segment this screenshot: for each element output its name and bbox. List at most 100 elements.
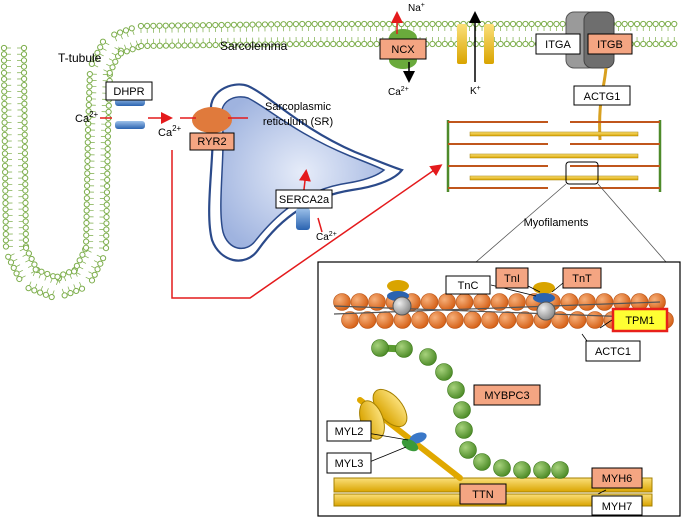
lipid-head xyxy=(22,230,29,237)
lipid-head xyxy=(2,175,9,182)
zoom-region xyxy=(565,161,599,185)
lipid-head xyxy=(83,238,90,245)
lipid-head xyxy=(94,266,101,273)
actin-monomer xyxy=(428,311,447,329)
mybpc3-domain xyxy=(371,339,389,357)
lipid-head xyxy=(664,40,672,48)
lipid-head xyxy=(103,232,110,239)
lipid-head xyxy=(82,244,90,251)
lipid-head xyxy=(1,76,8,83)
lipid-head xyxy=(97,44,104,51)
lipid-head xyxy=(103,207,110,215)
lipid-head xyxy=(249,21,256,28)
lipid-head xyxy=(73,287,80,295)
lipid-head xyxy=(123,48,130,55)
lipid-head xyxy=(22,174,29,182)
lipid-head xyxy=(2,181,9,188)
dhpr-label: DHPR xyxy=(113,86,144,98)
lipid-head xyxy=(138,42,145,50)
lipid-head xyxy=(0,57,8,64)
lipid-head xyxy=(540,20,548,28)
dhpr-box xyxy=(105,81,153,101)
lipid-head xyxy=(268,21,275,28)
lipid-head xyxy=(658,40,665,48)
lipid-head xyxy=(1,82,8,89)
lipid-head xyxy=(85,114,92,121)
lipid-head xyxy=(373,40,380,48)
lipid-head xyxy=(105,121,112,128)
lipid-head xyxy=(104,127,112,134)
ca-label-serca: Ca2+ xyxy=(316,231,337,243)
lipid-head xyxy=(20,57,28,64)
lipid-head xyxy=(181,22,188,29)
lipid-head xyxy=(2,206,9,213)
itga-label: ITGA xyxy=(545,39,571,51)
zoom-line-left xyxy=(475,183,567,263)
lipid-head xyxy=(361,40,368,48)
lipid-head xyxy=(1,162,9,170)
lipid-head xyxy=(94,49,101,56)
lipid-head xyxy=(21,119,28,126)
lipid-head xyxy=(255,21,262,28)
lipid-head xyxy=(224,41,232,49)
lipid-head xyxy=(330,40,337,48)
lipid-head xyxy=(86,77,93,84)
lipid-head xyxy=(286,21,293,28)
k-channel-left xyxy=(457,24,467,64)
lipid-head xyxy=(22,224,29,231)
lipid-head xyxy=(255,41,263,48)
lipid-head xyxy=(21,106,28,113)
lipid-head xyxy=(60,271,67,278)
lipid-head xyxy=(262,41,269,48)
mybpc3-domain xyxy=(419,348,437,366)
mybpc3-domain xyxy=(435,363,453,381)
t-tubule-label: T-tubule xyxy=(58,51,102,65)
lipid-head xyxy=(65,269,73,276)
myofilaments-label: Myofilaments xyxy=(524,217,589,229)
lipid-head xyxy=(243,41,250,48)
lipid-head xyxy=(103,201,110,208)
lipid-head xyxy=(1,150,9,157)
lipid-head xyxy=(503,40,510,48)
lipid-head xyxy=(243,21,250,28)
dhpr-channel xyxy=(115,98,145,129)
lipid-head xyxy=(137,22,145,30)
lipid-head xyxy=(76,257,83,264)
lipid-head xyxy=(206,42,213,49)
lipid-head xyxy=(31,287,38,294)
lipid-head xyxy=(37,289,44,296)
sr-label-line1: Sarcoplasmic xyxy=(265,101,332,113)
lipid-head xyxy=(466,40,473,48)
mybpc3-domain xyxy=(533,461,551,479)
lipid-head xyxy=(342,20,349,28)
lipid-head xyxy=(102,245,110,252)
actin-monomer xyxy=(368,293,386,311)
tpm1-label: TPM1 xyxy=(625,315,654,327)
lipid-head xyxy=(21,112,28,120)
ca-label-ryr2: Ca2+ xyxy=(158,124,182,139)
lipid-head xyxy=(156,42,163,49)
lipid-head xyxy=(21,150,29,157)
lipid-head xyxy=(2,200,9,207)
lipid-head xyxy=(423,20,430,28)
lipid-head xyxy=(206,22,213,29)
mybpc3-domain xyxy=(493,459,511,477)
ryr2-label: RYR2 xyxy=(197,136,226,148)
ncx-box xyxy=(379,38,427,60)
zoom-line-right xyxy=(597,183,667,263)
lipid-head xyxy=(2,193,9,201)
lipid-head xyxy=(261,21,269,28)
lipid-head xyxy=(522,20,529,28)
lipid-head xyxy=(1,131,8,139)
lipid-head xyxy=(88,277,96,284)
lipid-head xyxy=(103,238,110,246)
lipid-head xyxy=(85,120,92,127)
mybpc3-domain xyxy=(455,421,473,439)
myl2-callout xyxy=(366,432,409,441)
lipid-head xyxy=(61,292,68,299)
lipid-head xyxy=(280,41,287,48)
lipid-head xyxy=(559,20,566,28)
tnc-box xyxy=(445,275,491,295)
lipid-head xyxy=(86,83,93,90)
